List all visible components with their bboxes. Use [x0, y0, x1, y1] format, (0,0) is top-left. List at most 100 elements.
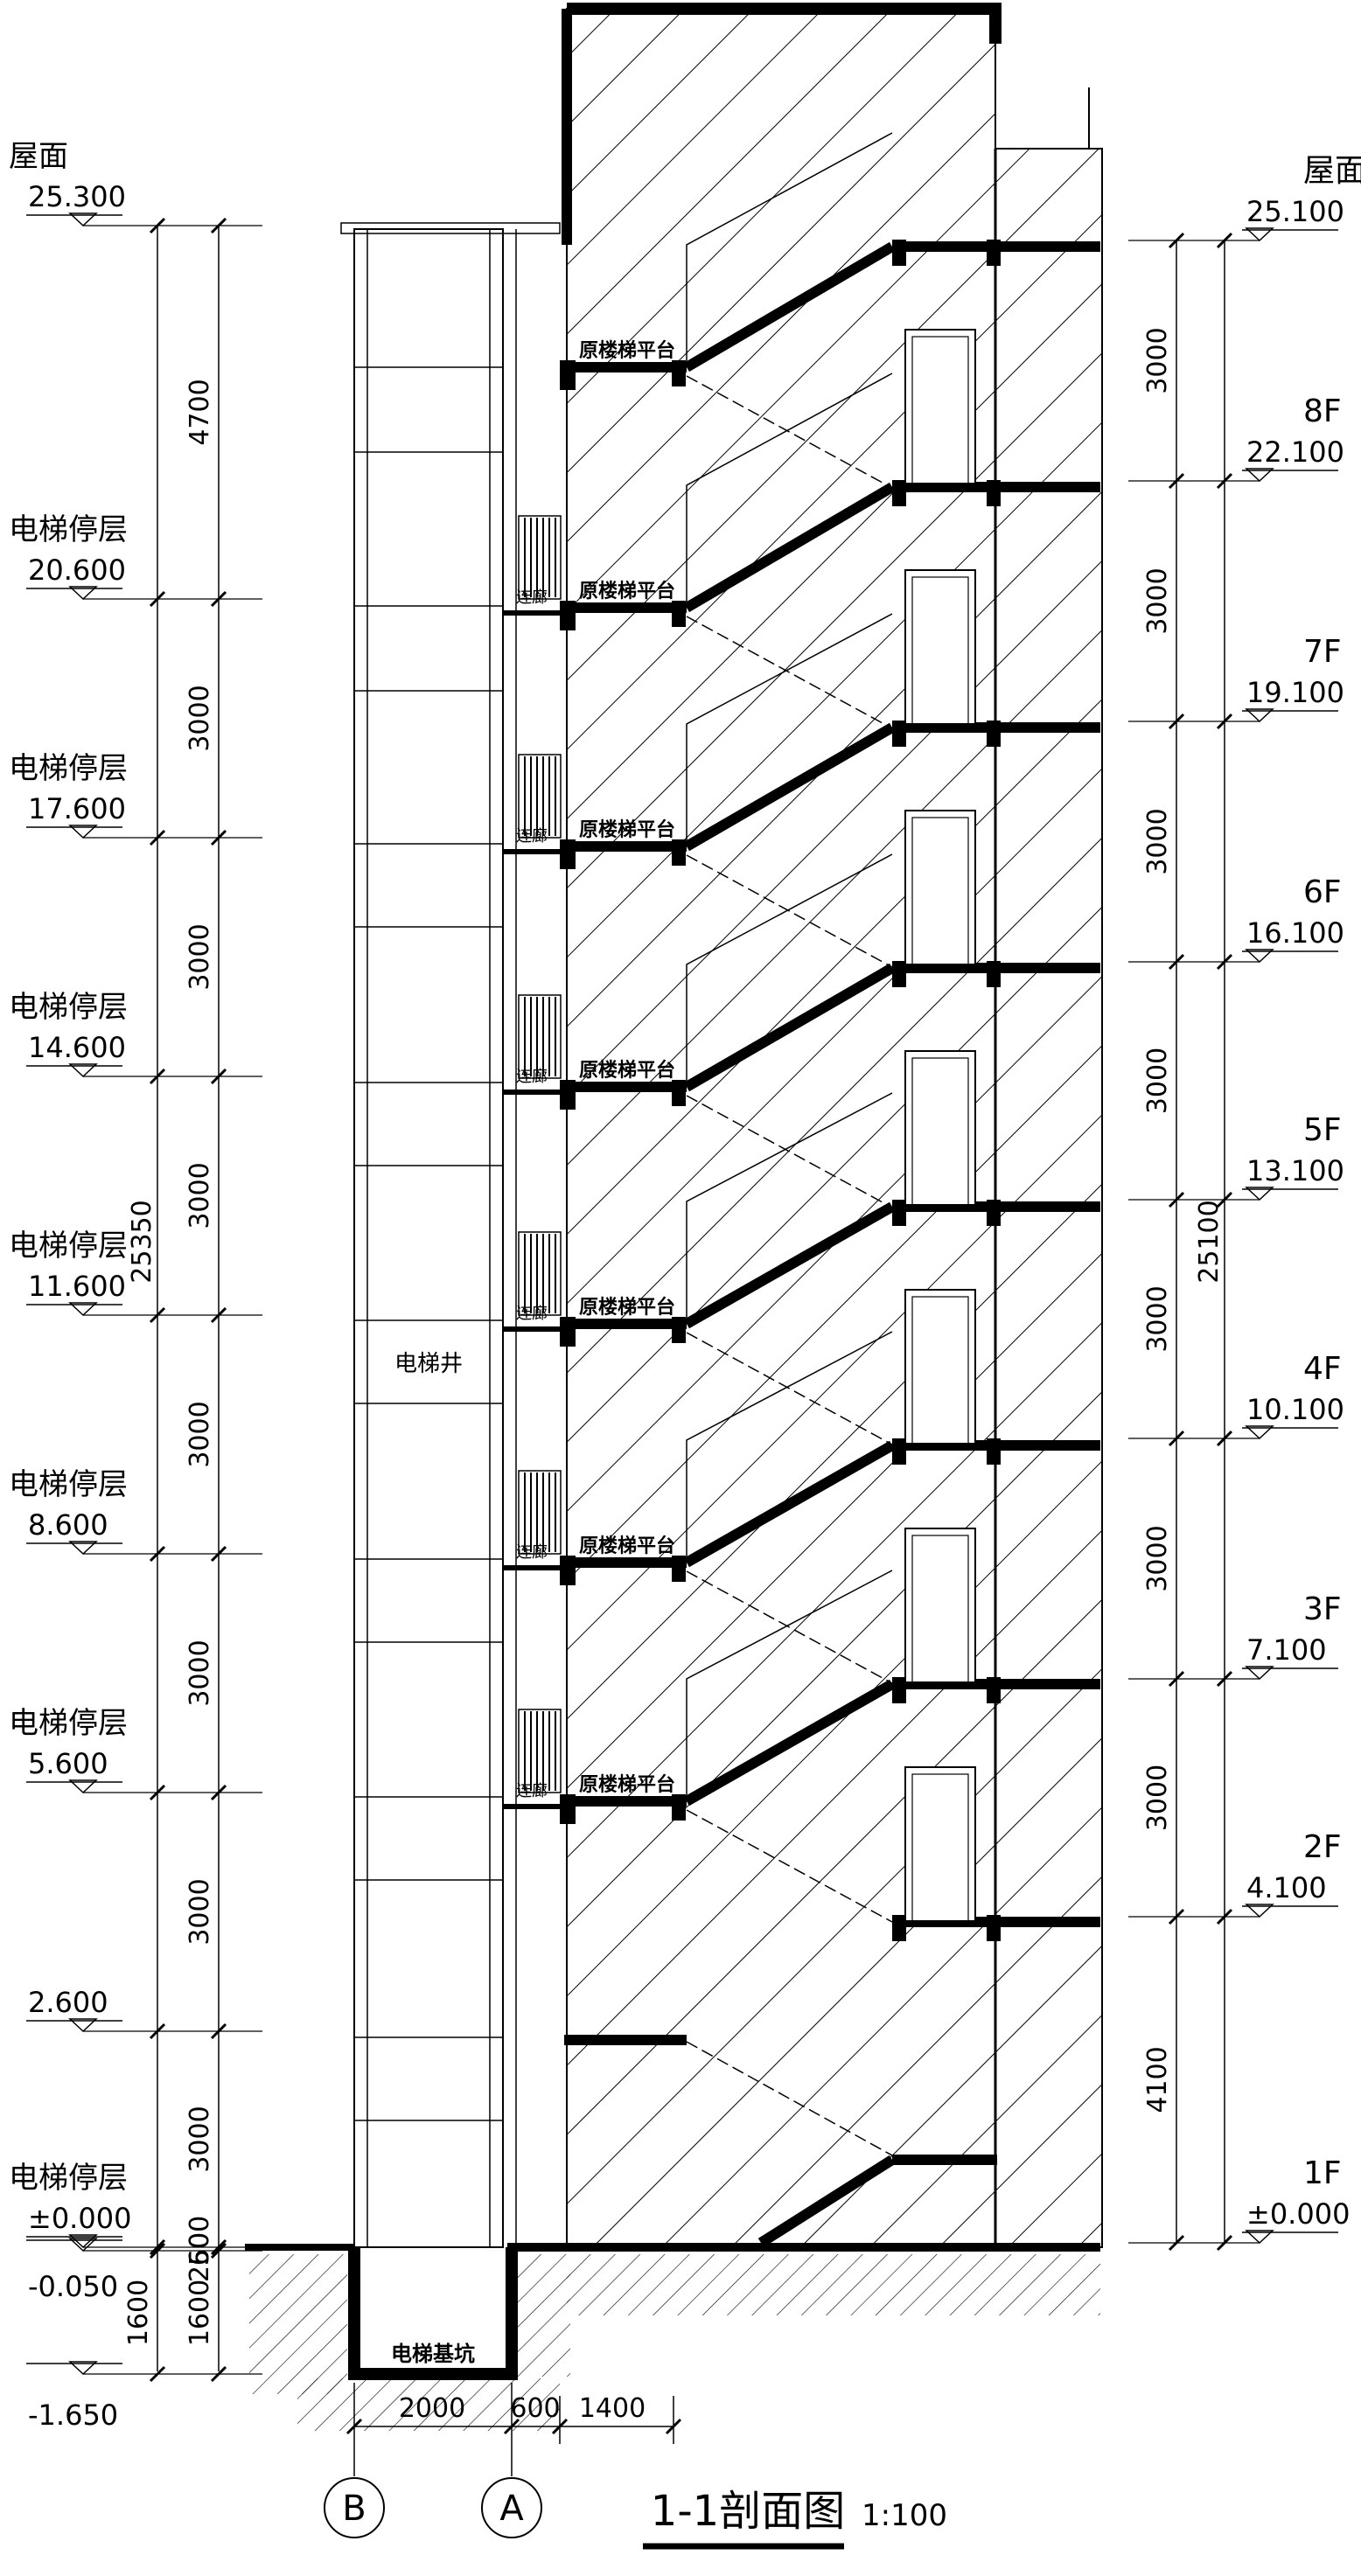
stair-flight-cut	[683, 241, 896, 372]
platform-label: 原楼梯平台	[579, 339, 675, 362]
door-frame	[911, 1296, 969, 1445]
stair-flight-projected	[686, 1332, 893, 1445]
platform-label: 原楼梯平台	[579, 1535, 675, 1557]
platform-label: 原楼梯平台	[579, 818, 675, 841]
pit-label: 电梯基坑	[391, 2342, 475, 2366]
drawing-scale: 1:100	[862, 2498, 947, 2533]
right-segment-dim: 3000	[1142, 1765, 1173, 1831]
left-segment-dim: 1600	[185, 2280, 215, 2346]
left-level-name: 电梯停层	[9, 751, 128, 786]
landing-beam	[560, 1794, 576, 1824]
beam	[987, 240, 1001, 266]
landing-beam	[560, 601, 576, 630]
left-level-name: 电梯停层	[9, 1706, 128, 1741]
stair-rail	[686, 132, 893, 367]
left-level-elev: 2.600	[28, 1986, 108, 2019]
stair-flights	[683, 132, 896, 2248]
left-level-elev: 11.600	[28, 1270, 126, 1303]
beam	[892, 240, 906, 266]
left-level-name: 电梯停层	[9, 1229, 128, 1264]
landing-beam	[672, 360, 686, 386]
elev-marker	[1245, 1187, 1274, 1201]
elev-marker	[68, 825, 98, 839]
left-level-elev: 8.600	[28, 1508, 108, 1542]
left-segment-dim: 2600	[185, 2216, 215, 2282]
stair-flight-cut	[683, 482, 896, 613]
right-level-labels: 屋面25.1008F22.1007F19.1006F16.1005F13.100…	[1128, 153, 1361, 2245]
beam	[892, 480, 906, 506]
beam	[892, 721, 906, 747]
elev-marker	[68, 1302, 98, 1317]
landing-beam	[560, 1556, 576, 1585]
left-level-name: 电梯停层	[9, 1467, 128, 1502]
door-frame	[911, 1535, 969, 1683]
left-level-name: 电梯停层	[9, 990, 128, 1025]
left-segment-dim: 50	[185, 2232, 215, 2266]
shaft-label: 电梯井	[394, 1351, 463, 1377]
stair-rail	[686, 1331, 893, 1563]
elev-marker	[68, 2018, 98, 2033]
beam	[987, 1438, 1001, 1465]
right-level-elev: 4.100	[1246, 1871, 1327, 1904]
bottom-dim-3: 1400	[579, 2393, 646, 2424]
axis-label-a: A	[499, 2489, 524, 2529]
railing	[518, 1470, 562, 1555]
right-level-elev: 19.100	[1246, 676, 1344, 709]
stair-flight-projected	[686, 1809, 893, 1923]
elev-marker	[1245, 468, 1274, 483]
door	[904, 569, 976, 725]
left-segment-dim: 4700	[185, 379, 215, 445]
door-frame	[911, 1773, 969, 1922]
right-level-name: 8F	[1303, 393, 1342, 429]
right-level-name: 3F	[1303, 1591, 1342, 1627]
right-level-name: 5F	[1303, 1112, 1342, 1148]
stair-flight-projected	[686, 616, 893, 729]
elev-marker	[68, 586, 98, 601]
stair-flight-projected	[686, 854, 893, 968]
right-level-name: 2F	[1303, 1829, 1342, 1865]
right-segment-dim: 4100	[1142, 2046, 1173, 2113]
door-frame	[911, 817, 969, 965]
right-level-name: 1F	[1303, 2155, 1342, 2191]
elev-marker	[68, 1541, 98, 1556]
walkway-corridor	[502, 229, 517, 2247]
floor-slabs: 原楼梯平台原楼梯平台连廊原楼梯平台连廊原楼梯平台连廊原楼梯平台连廊原楼梯平台连廊…	[503, 240, 1100, 2252]
elev-marker	[1245, 1666, 1274, 1681]
landing-beam	[560, 360, 576, 390]
landing-beam	[560, 1080, 576, 1110]
bottom-dim-1: 2000	[399, 2393, 465, 2424]
left-segment-dim: 3000	[185, 1401, 215, 1467]
door-frame	[911, 1057, 969, 1206]
left-level-name: 屋面	[9, 139, 68, 174]
landing-beam	[672, 601, 686, 627]
railing	[518, 1709, 562, 1793]
left-level-elev: -0.050	[28, 2270, 118, 2303]
left-level-elev: ±0.000	[28, 2202, 131, 2235]
left-total-dim: 25350	[127, 1200, 157, 1283]
stair-flight-cut	[684, 1440, 895, 1568]
door-frame	[911, 576, 969, 725]
left-segment-dim: 3000	[185, 1640, 215, 1706]
beam	[892, 1200, 906, 1226]
stair-rail	[686, 613, 893, 846]
elev-marker	[1245, 1425, 1274, 1440]
stair-flight-cut	[683, 722, 896, 852]
door-frame	[911, 336, 969, 484]
right-level-name: 屋面	[1303, 153, 1361, 189]
beam	[987, 721, 1001, 747]
elev-marker	[1245, 708, 1274, 723]
door	[904, 329, 976, 484]
elev-marker	[68, 1063, 98, 1078]
stair-rail	[686, 853, 893, 1087]
right-level-elev: 7.100	[1246, 1633, 1327, 1667]
elev-marker	[1245, 1904, 1274, 1918]
left-level-labels: 屋面25.300电梯停层20.600电梯停层17.600电梯停层14.600电梯…	[9, 139, 262, 2432]
right-level-name: 4F	[1303, 1351, 1342, 1387]
stair-flight-projected	[686, 1570, 893, 1684]
doors	[904, 329, 976, 1922]
stair-flight-cut	[684, 1201, 895, 1329]
left-dimension-chain: 4700300030003000300030003000300026005016…	[123, 217, 227, 2383]
beam	[987, 1677, 1001, 1703]
